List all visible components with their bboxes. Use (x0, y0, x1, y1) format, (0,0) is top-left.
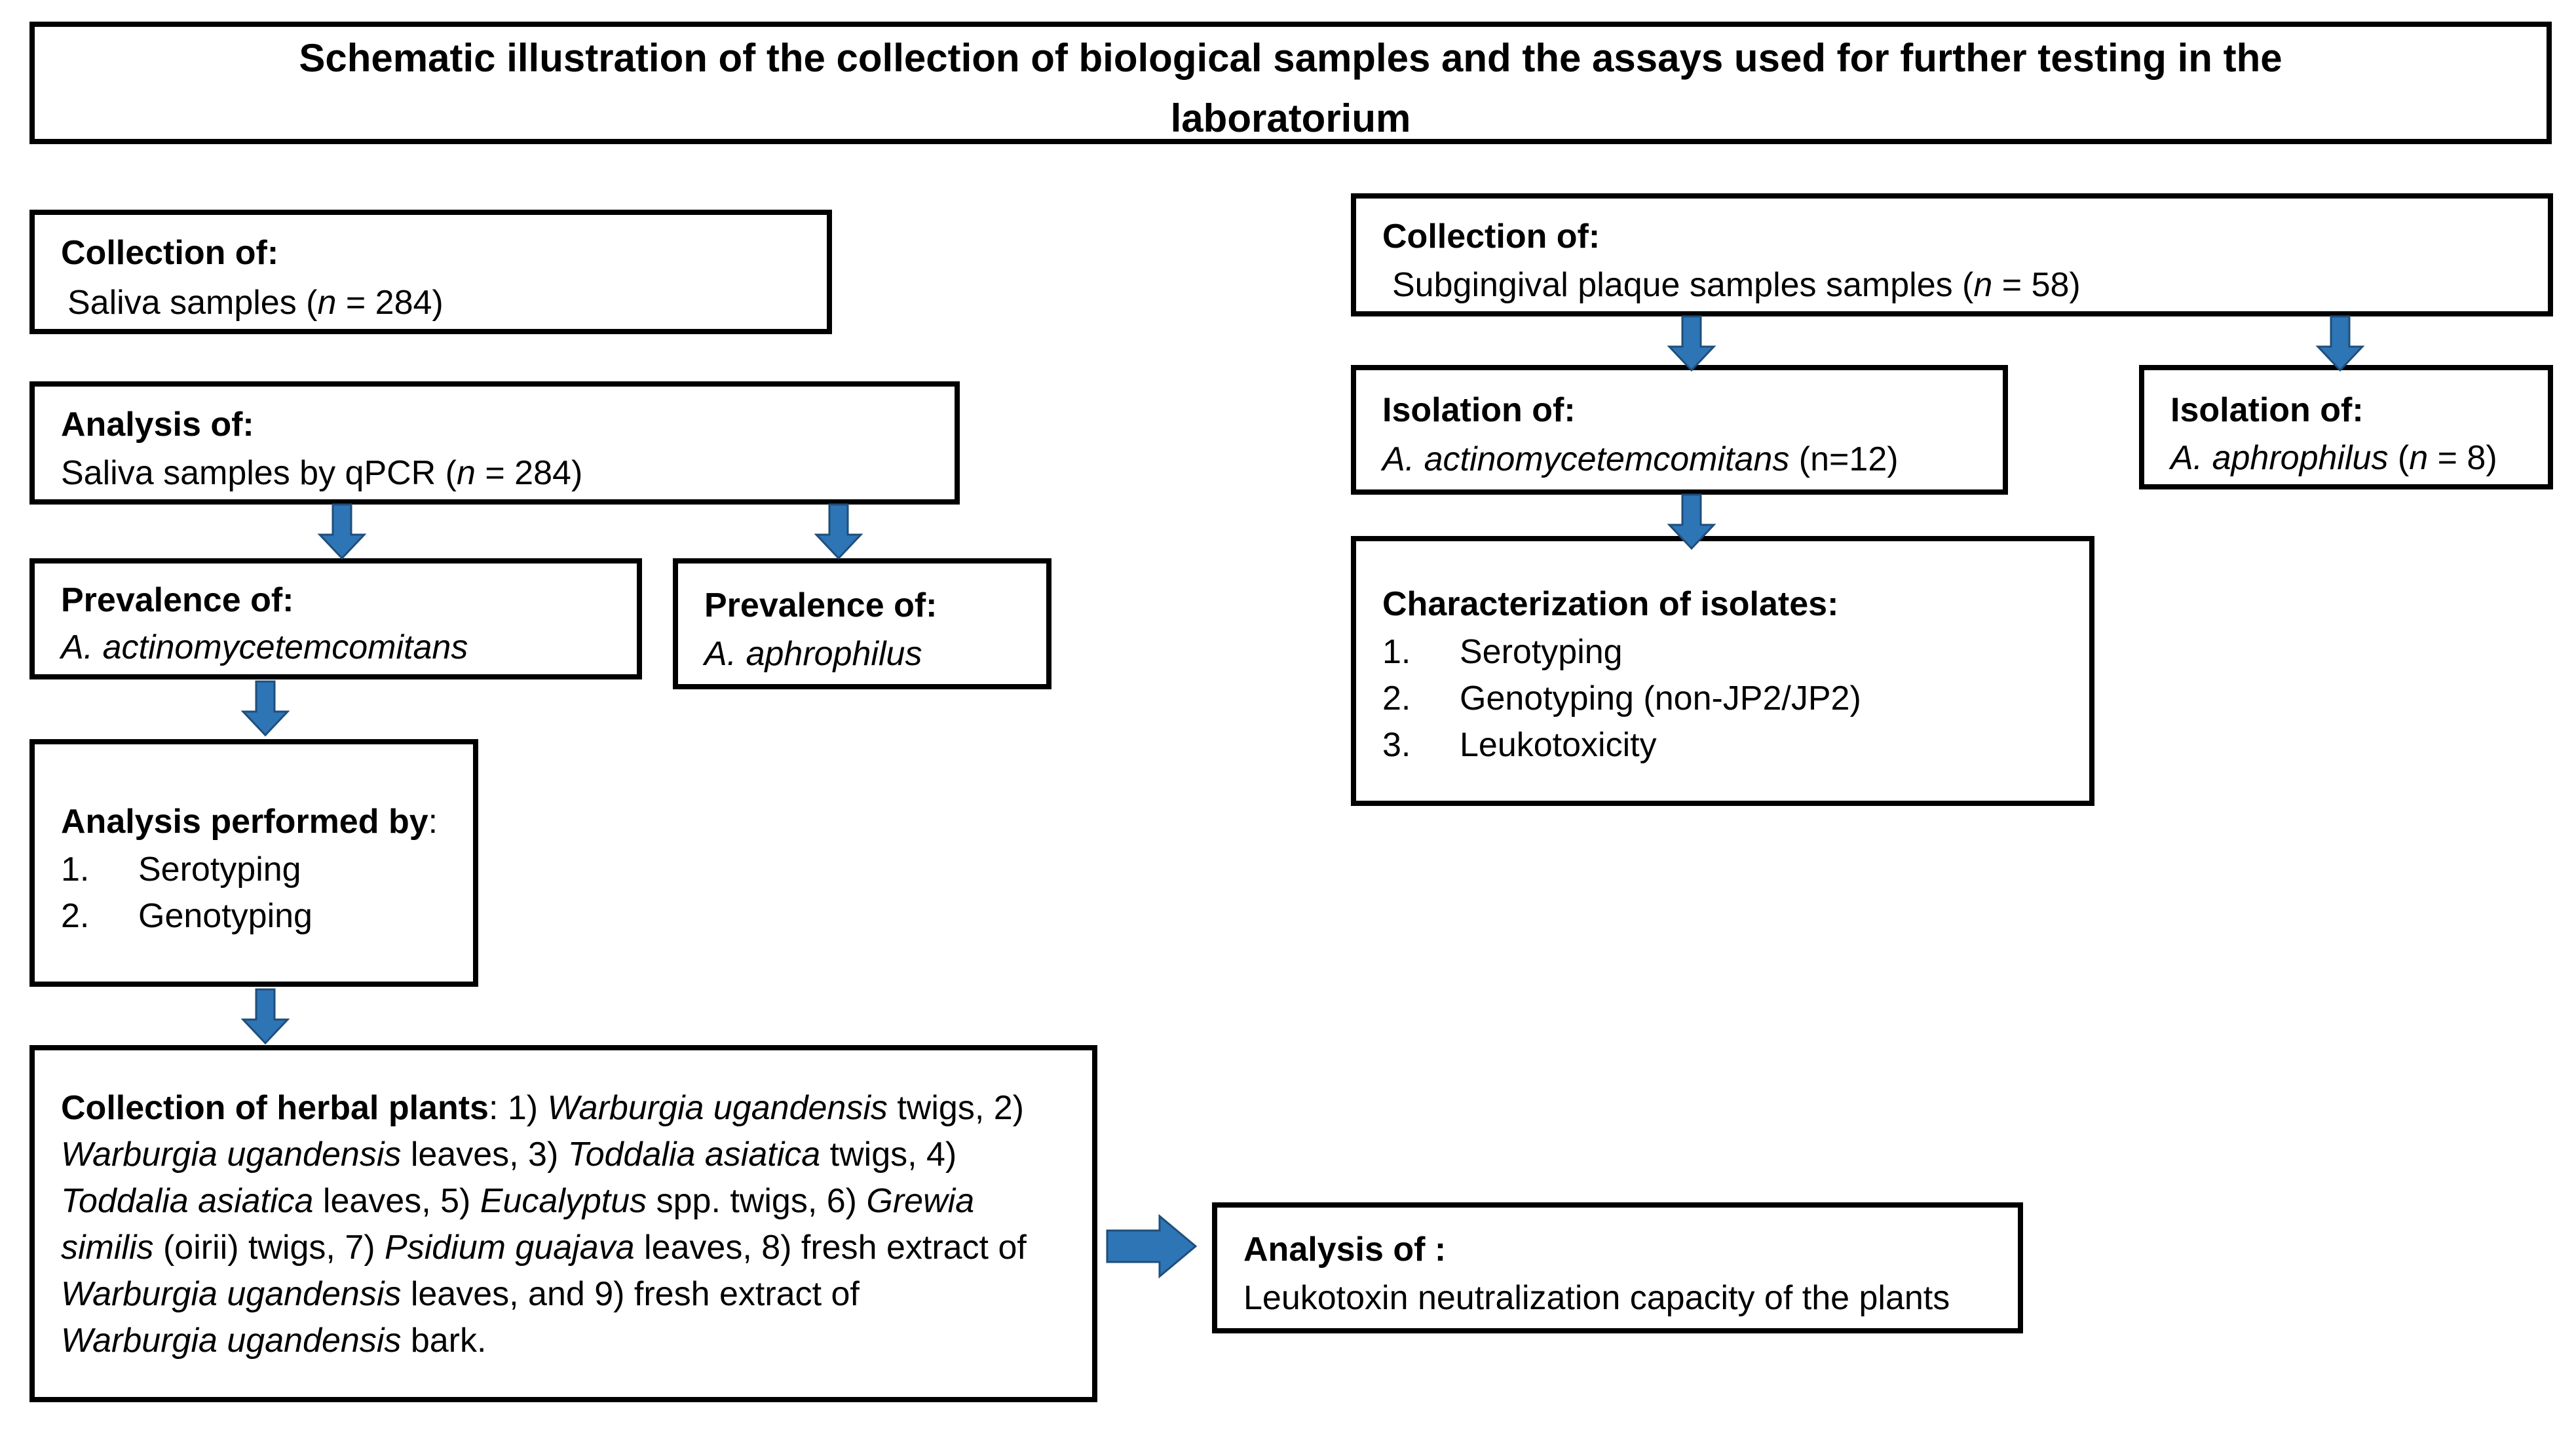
herbal-line-1: Collection of herbal plants: 1) Warburgi… (61, 1089, 1024, 1127)
prevalence-aa-box: Prevalence of: A. actinomycetemcomitans (29, 558, 642, 679)
prevalence-aph-box: Prevalence of: A. aphrophilus (673, 558, 1051, 689)
analysis-performed-num-2: 2. (61, 897, 90, 935)
isolation-aa-text: A. actinomycetemcomitans (n=12) (1382, 440, 1899, 478)
analysis-performed-num-1: 1. (61, 850, 90, 888)
plaque-collection-text: Subgingival plaque samples samples (n = … (1392, 266, 2081, 304)
plaque-collection-box: Collection of: Subgingival plaque sample… (1351, 193, 2553, 316)
isolation-aa-heading: Isolation of: (1382, 391, 1576, 429)
arrow-analysis-to-prevalence-aa (318, 503, 366, 560)
saliva-collection-heading: Collection of: (61, 234, 279, 272)
title-line-1: Schematic illustration of the collection… (299, 36, 2282, 80)
prevalence-aa-heading: Prevalence of: (61, 581, 294, 619)
isolation-aph-text: A. aphrophilus (n = 8) (2170, 439, 2497, 477)
title-line-2: laboratorium (1170, 96, 1411, 140)
characterization-item-3: Leukotoxicity (1460, 726, 1657, 764)
arrow-analysis-to-prevalence-aph (815, 503, 862, 560)
characterization-item-2: Genotyping (non-JP2/JP2) (1460, 679, 1861, 717)
isolation-aph-heading: Isolation of: (2170, 391, 2364, 429)
characterization-num-2: 2. (1382, 679, 1411, 717)
prevalence-aph-heading: Prevalence of: (704, 586, 938, 624)
herbal-plants-box: Collection of herbal plants: 1) Warburgi… (29, 1045, 1097, 1402)
leukotoxin-analysis-heading: Analysis of : (1243, 1231, 1447, 1269)
herbal-line-6: Warburgia ugandensis bark. (61, 1322, 487, 1360)
saliva-collection-box: Collection of: Saliva samples (n = 284) (29, 210, 832, 334)
herbal-line-5: Warburgia ugandensis leaves, and 9) fres… (61, 1275, 860, 1313)
arrow-plaque-to-isolation-aa (1668, 315, 1715, 372)
title-box: Schematic illustration of the collection… (29, 22, 2552, 144)
analysis-performed-item-2: Genotyping (138, 897, 313, 935)
characterization-box: Characterization of isolates: 1. Serotyp… (1351, 536, 2094, 806)
herbal-line-2: Warburgia ugandensis leaves, 3) Toddalia… (61, 1136, 957, 1174)
saliva-analysis-text: Saliva samples by qPCR (n = 284) (61, 454, 583, 492)
prevalence-aa-organism: A. actinomycetemcomitans (61, 628, 468, 666)
analysis-performed-box: Analysis performed by: 1. Serotyping 2. … (29, 739, 478, 987)
characterization-item-1: Serotyping (1460, 633, 1623, 671)
leukotoxin-analysis-box: Analysis of : Leukotoxin neutralization … (1212, 1202, 2023, 1333)
saliva-collection-text: Saliva samples (n = 284) (67, 284, 444, 322)
plaque-collection-heading: Collection of: (1382, 218, 1601, 256)
analysis-performed-heading: Analysis performed by: (61, 803, 438, 841)
herbal-line-3: Toddalia asiatica leaves, 5) Eucalyptus … (61, 1182, 975, 1220)
arrow-prevalence-to-analysis-performed (242, 680, 289, 736)
characterization-num-1: 1. (1382, 633, 1411, 671)
saliva-analysis-heading: Analysis of: (61, 406, 254, 444)
arrow-analysis-performed-to-herbal (242, 988, 289, 1044)
herbal-line-4: similis (oirii) twigs, 7) Psidium guajav… (61, 1229, 1027, 1267)
arrow-herbal-to-leukotoxin (1106, 1213, 1198, 1279)
prevalence-aph-organism: A. aphrophilus (704, 635, 922, 673)
analysis-performed-item-1: Serotyping (138, 850, 301, 888)
isolation-aa-box: Isolation of: A. actinomycetemcomitans (… (1351, 365, 2008, 495)
isolation-aph-box: Isolation of: A. aphrophilus (n = 8) (2139, 365, 2553, 489)
characterization-num-3: 3. (1382, 726, 1411, 764)
arrow-isolation-to-characterization (1668, 493, 1715, 550)
characterization-heading: Characterization of isolates: (1382, 585, 1839, 623)
arrow-plaque-to-isolation-aph (2317, 315, 2364, 372)
saliva-analysis-box: Analysis of: Saliva samples by qPCR (n =… (29, 381, 960, 505)
leukotoxin-analysis-text: Leukotoxin neutralization capacity of th… (1243, 1279, 1950, 1317)
